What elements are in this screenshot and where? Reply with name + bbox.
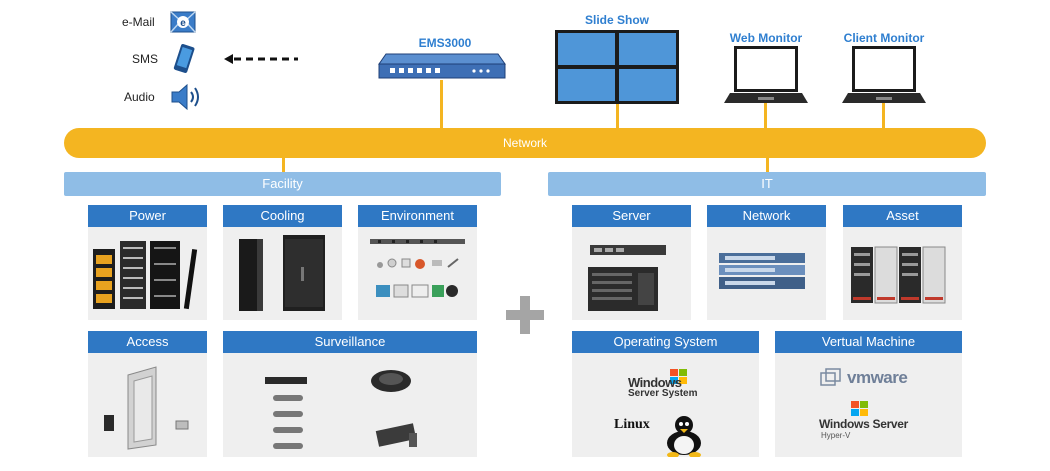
windows-logo-text: Windows: [628, 375, 682, 390]
linux-logo-text: Linux: [614, 417, 650, 432]
client-monitor-label: Client Monitor: [843, 31, 925, 45]
environment-image: [358, 227, 477, 320]
cooling-image: [223, 227, 342, 320]
video-wall-icon: [555, 30, 679, 109]
speaker-icon: [170, 82, 202, 117]
server-card-title: Server: [572, 205, 691, 227]
web-monitor-label: Web Monitor: [729, 31, 803, 45]
network-card-title: Network: [707, 205, 826, 227]
virtual-machine-card-title: Vertual Machine: [775, 331, 962, 353]
vmware-box-icon: [820, 368, 841, 386]
power-image: [88, 227, 207, 320]
network-equipment-image: [707, 227, 826, 320]
slideshow-label: Slide Show: [584, 13, 649, 27]
access-card[interactable]: Access: [88, 331, 207, 457]
dashed-arrow-icon: [224, 52, 300, 71]
network-bus: Network: [64, 128, 986, 158]
cooling-card[interactable]: Cooling: [223, 205, 342, 320]
cooling-card-title: Cooling: [223, 205, 342, 227]
access-image: [88, 353, 207, 457]
environment-card-title: Environment: [358, 205, 477, 227]
sms-label: SMS: [132, 52, 159, 66]
power-card[interactable]: Power: [88, 205, 207, 320]
power-card-title: Power: [88, 205, 207, 227]
windows-flag-icon: [851, 401, 868, 416]
windows-flag-icon: [670, 369, 687, 384]
laptop-icon: [842, 46, 926, 111]
facility-section-header: Facility: [64, 172, 501, 196]
asset-racks-image: [843, 227, 962, 320]
server-image: [572, 227, 691, 320]
server-card[interactable]: Server: [572, 205, 691, 320]
client-monitor-connector: [882, 103, 885, 130]
audio-label: Audio: [124, 90, 155, 104]
windows-server-logo-text: Windows Server: [819, 417, 909, 431]
phone-icon: [172, 44, 196, 79]
network-card[interactable]: Network: [707, 205, 826, 320]
ems3000-device-icon: [378, 52, 506, 87]
facility-connector: [282, 156, 285, 174]
ems-connector: [440, 80, 443, 130]
hyperv-logo-text: Hyper-V: [821, 431, 851, 440]
server-system-logo-text: Server System: [628, 388, 698, 399]
surveillance-card-title: Surveillance: [223, 331, 477, 353]
vm-logos: vmware Windows Server Hyper-V: [775, 353, 962, 457]
asset-card-title: Asset: [843, 205, 962, 227]
plus-icon: [506, 296, 544, 339]
access-card-title: Access: [88, 331, 207, 353]
it-connector: [766, 156, 769, 174]
surveillance-image: [223, 353, 477, 457]
it-section-header: IT: [548, 172, 986, 196]
asset-card[interactable]: Asset: [843, 205, 962, 320]
linux-penguin-icon: [667, 416, 701, 457]
slideshow-connector: [616, 104, 619, 130]
operating-system-card[interactable]: Operating System W: [572, 331, 759, 457]
environment-card[interactable]: Environment: [358, 205, 477, 320]
vmware-logo-text: vmware: [847, 368, 908, 387]
email-icon: e: [170, 10, 196, 39]
surveillance-card[interactable]: Surveillance: [223, 331, 477, 457]
laptop-icon: [724, 46, 808, 111]
svg-text:e: e: [180, 18, 186, 29]
email-label: e-Mail: [122, 15, 155, 29]
virtual-machine-card[interactable]: Vertual Machine vmware Windows Server Hy…: [775, 331, 962, 457]
os-logos: Windows Server System Linux: [572, 353, 759, 457]
web-monitor-connector: [764, 103, 767, 130]
operating-system-card-title: Operating System: [572, 331, 759, 353]
ems3000-label: EMS3000: [418, 36, 472, 50]
